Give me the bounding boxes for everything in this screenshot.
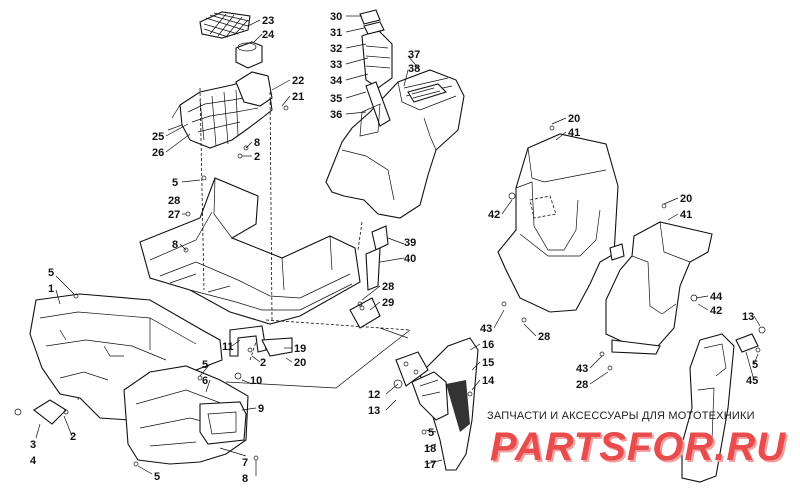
callout-24: 24 <box>262 29 275 41</box>
callout-34: 34 <box>330 75 343 87</box>
watermark-logo-shadow: PARTSFOR.RU <box>492 427 788 471</box>
rear-side-panel <box>681 333 759 483</box>
callout-28: 28 <box>576 379 588 391</box>
callout-29: 29 <box>382 297 394 309</box>
callout-12: 12 <box>368 389 380 401</box>
callout-18: 18 <box>424 443 436 455</box>
callout-36: 36 <box>330 109 342 121</box>
callout-5: 5 <box>48 267 54 279</box>
callout-43: 43 <box>576 363 588 375</box>
small-bracket <box>349 297 381 329</box>
callout-5: 5 <box>752 359 758 371</box>
callout-20: 20 <box>294 357 306 369</box>
callout-22: 22 <box>292 75 304 87</box>
cup-holder <box>235 41 263 69</box>
callout-leaders <box>35 15 761 476</box>
bracket-strip <box>365 225 389 291</box>
callout-40: 40 <box>404 253 416 265</box>
callout-20: 20 <box>680 193 692 205</box>
callout-42: 42 <box>710 305 722 317</box>
callout-2: 2 <box>254 151 260 163</box>
callout-3: 3 <box>30 439 36 451</box>
callout-44: 44 <box>710 291 723 303</box>
callout-10: 10 <box>250 375 262 387</box>
callout-8: 8 <box>254 137 260 149</box>
callout-5: 5 <box>428 427 434 439</box>
rear-storage-tray <box>167 71 273 149</box>
callout-41: 41 <box>680 209 692 221</box>
floor-panel <box>139 177 361 325</box>
fasteners <box>14 105 766 467</box>
callout-43: 43 <box>480 323 492 335</box>
callout-16: 16 <box>482 339 494 351</box>
callout-28: 28 <box>538 331 550 343</box>
small-plate <box>33 399 67 425</box>
callout-45: 45 <box>746 375 758 387</box>
mount-plate <box>395 351 429 387</box>
callout-28: 28 <box>382 281 394 293</box>
lower-side-panel <box>123 365 249 465</box>
callout-26: 26 <box>152 147 164 159</box>
callout-31: 31 <box>330 27 342 39</box>
callout-33: 33 <box>330 59 342 71</box>
callout-39: 39 <box>404 237 416 249</box>
watermark-logo-text: PARTSFOR.RU <box>490 425 786 469</box>
callout-30: 30 <box>330 11 342 23</box>
mesh-net <box>199 11 251 39</box>
bracket <box>229 325 293 357</box>
callout-42: 42 <box>488 209 500 221</box>
callout-9: 9 <box>258 403 264 415</box>
callout-32: 32 <box>330 43 342 55</box>
callout-5: 5 <box>202 359 208 371</box>
callout-numbers: 23 24 22 21 25 26 8 2 30 31 32 33 34 35 … <box>30 11 758 485</box>
callout-28: 28 <box>168 195 180 207</box>
shift-boot <box>359 9 393 137</box>
callout-7: 7 <box>242 457 248 469</box>
callout-2: 2 <box>70 431 76 443</box>
rear-fender-left <box>497 133 625 313</box>
callout-15: 15 <box>482 357 494 369</box>
watermark-caption: ЗАПЧАСТИ И АКСЕССУАРЫ ДЛЯ МОТОТЕХНИКИ <box>487 410 755 422</box>
callout-25: 25 <box>152 131 164 143</box>
callout-4: 4 <box>30 455 37 467</box>
callout-41: 41 <box>568 127 580 139</box>
callout-11: 11 <box>222 341 234 353</box>
callout-5: 5 <box>172 177 178 189</box>
watermark-logo: PARTSFOR.RU PARTSFOR.RU <box>490 425 788 471</box>
callout-19: 19 <box>294 343 306 355</box>
callout-35: 35 <box>330 93 342 105</box>
callout-8: 8 <box>242 473 248 485</box>
callout-21: 21 <box>292 91 304 103</box>
seat-console <box>325 69 465 219</box>
callout-13: 13 <box>368 405 380 417</box>
callout-5: 5 <box>154 471 160 483</box>
callout-13: 13 <box>742 311 754 323</box>
callout-38: 38 <box>408 63 420 75</box>
callout-27: 27 <box>168 209 180 221</box>
callout-8: 8 <box>172 239 178 251</box>
callout-6: 6 <box>202 375 208 387</box>
callout-37: 37 <box>408 49 420 61</box>
callout-2: 2 <box>260 357 266 369</box>
callout-20: 20 <box>568 113 580 125</box>
callout-17: 17 <box>424 459 436 471</box>
callout-23: 23 <box>262 15 274 27</box>
rear-fender-right <box>605 221 713 355</box>
callout-14: 14 <box>482 375 495 387</box>
fender-flap <box>411 337 479 471</box>
callout-1: 1 <box>48 283 54 295</box>
